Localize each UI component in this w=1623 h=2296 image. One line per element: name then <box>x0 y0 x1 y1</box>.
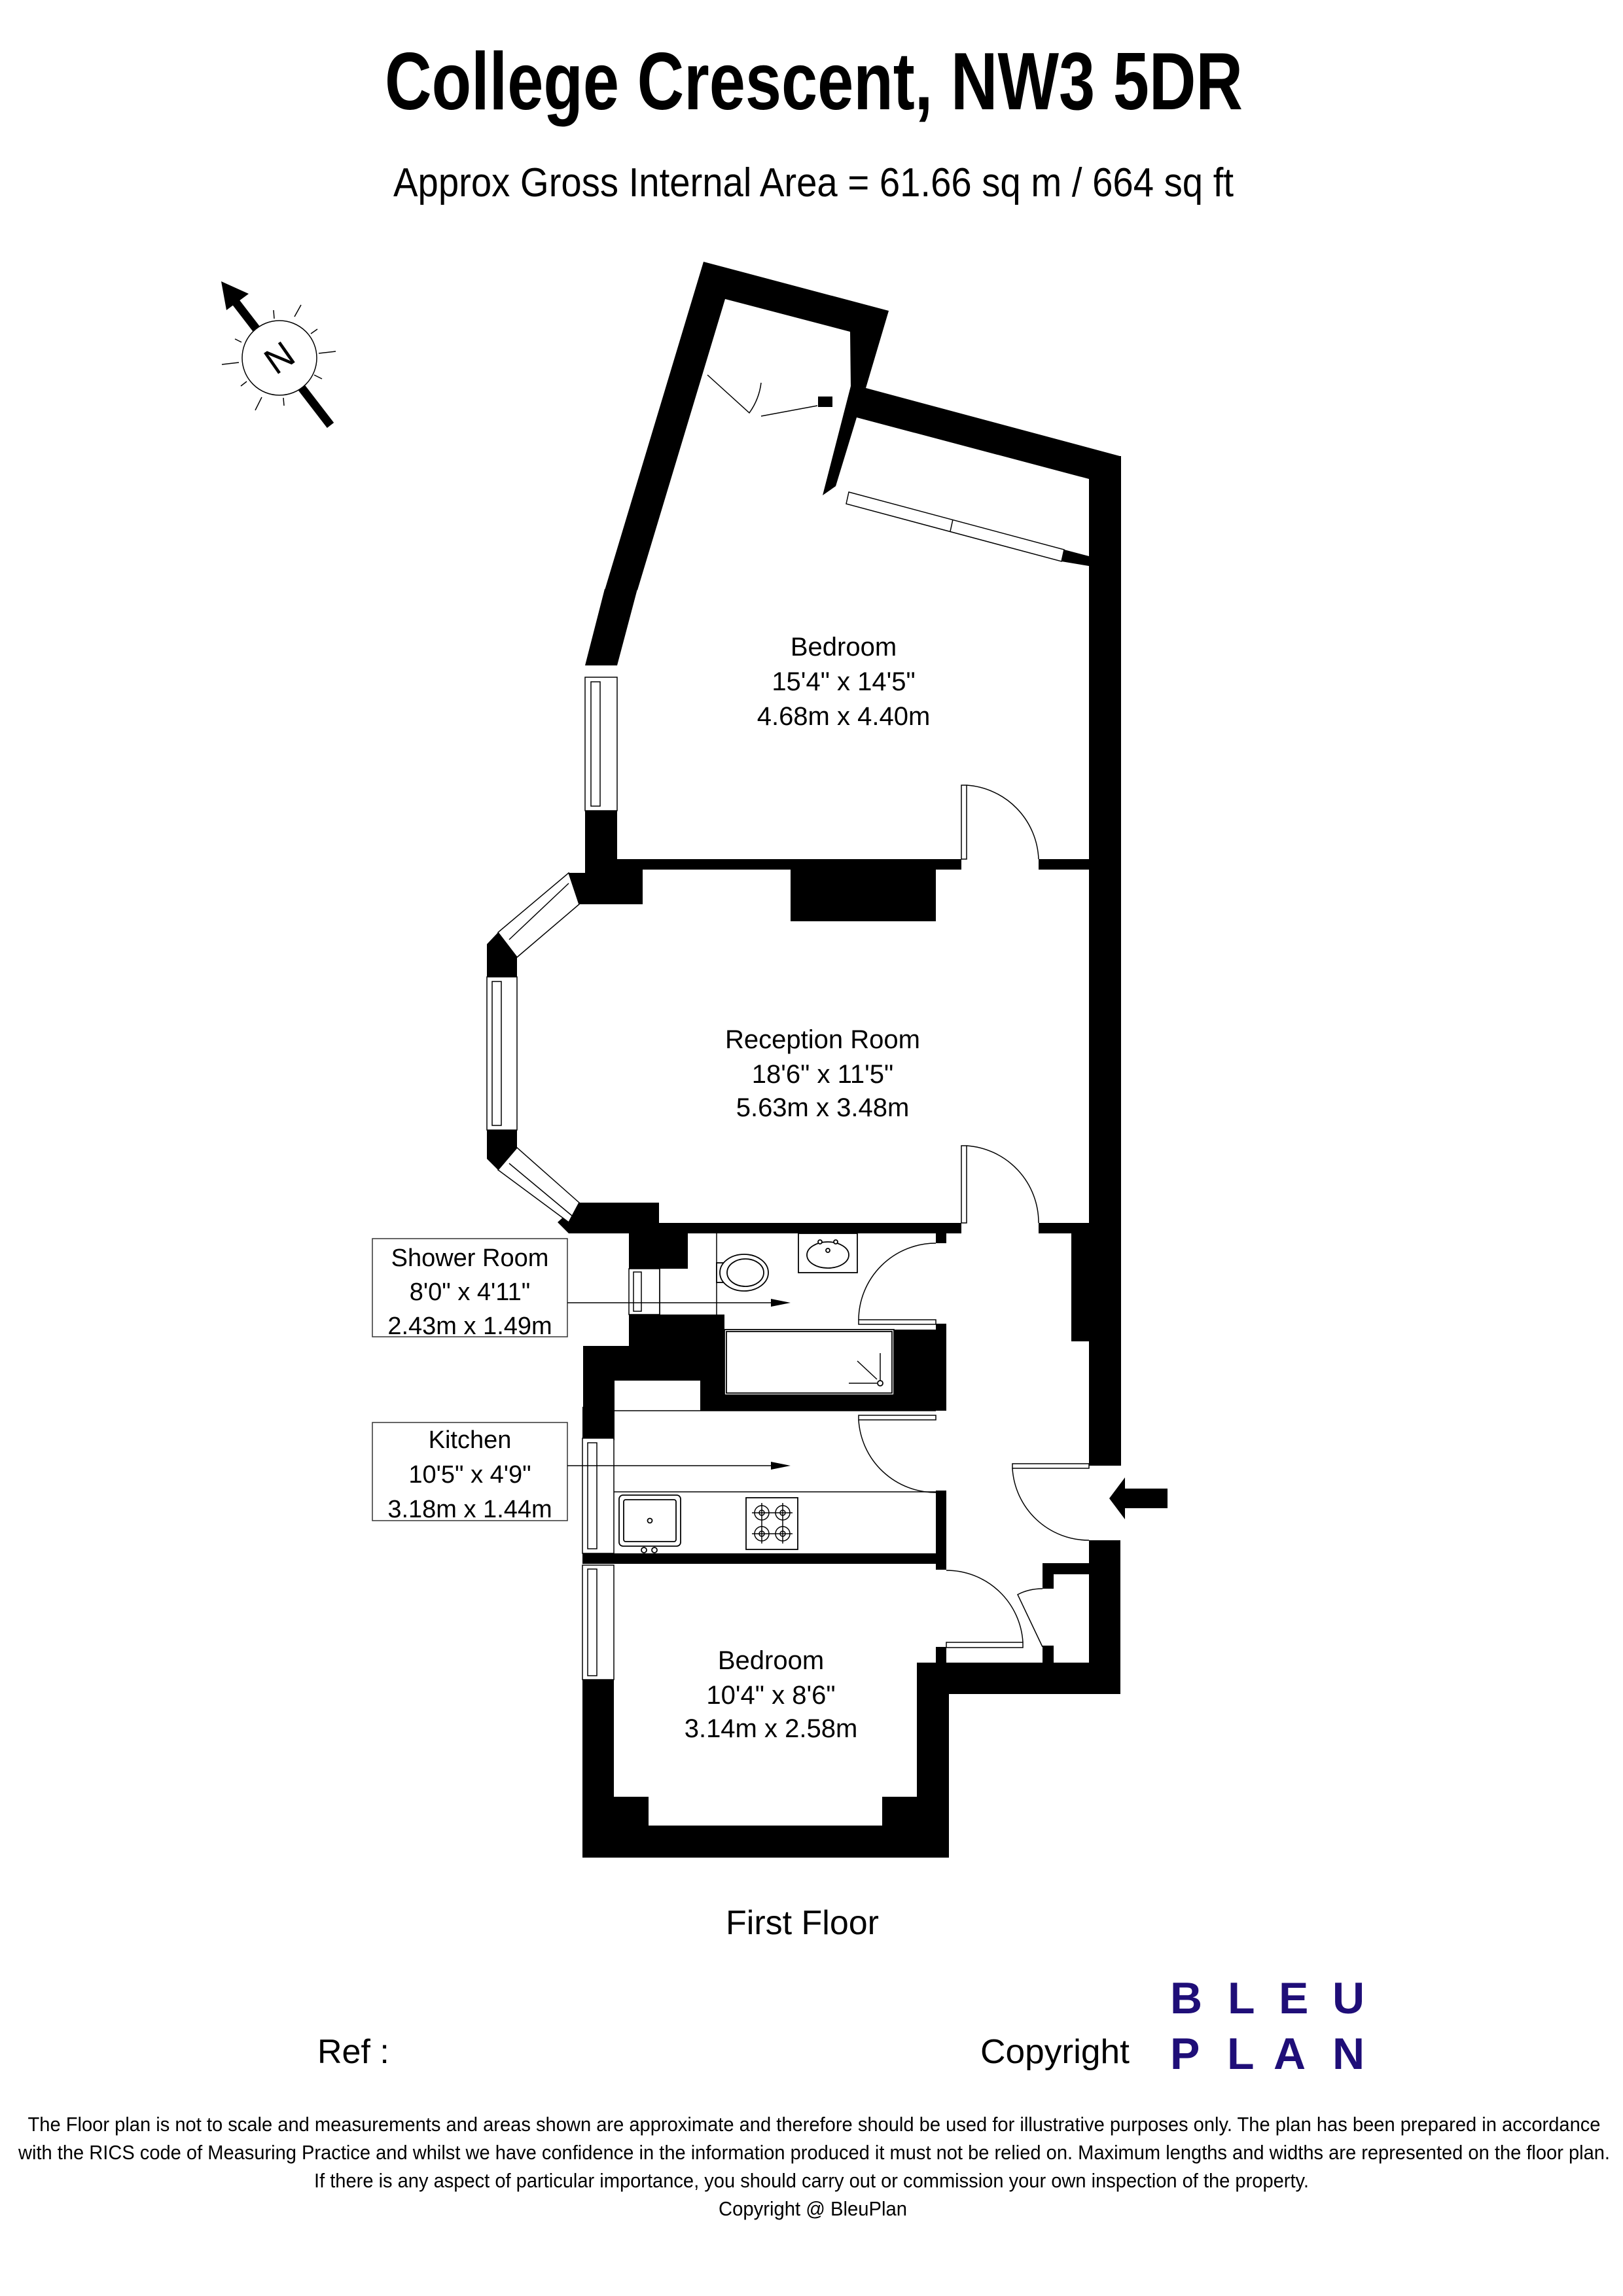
room-label-kitchen: Kitchen 10'5" x 4'9" 3.18m x 1.44m <box>372 1422 791 1523</box>
room-label-reception: Reception Room 18'6" x 11'5" 5.63m x 3.4… <box>725 1025 920 1122</box>
compass: N <box>221 281 336 428</box>
logo-letter: A <box>1274 2029 1306 2079</box>
window-bedroom1-rear <box>846 491 1065 562</box>
ref-label: Ref : <box>317 2033 389 2071</box>
bay-window <box>486 872 580 1224</box>
logo-letter: L <box>1227 2029 1255 2079</box>
pointer-arrow-icon <box>771 1299 791 1307</box>
room-name: Bedroom <box>791 633 897 662</box>
window-bedroom2 <box>582 1564 615 1680</box>
north-arrow-icon <box>221 281 336 428</box>
room-label-shower: Shower Room 8'0" x 4'11" 2.43m x 1.49m <box>372 1238 791 1340</box>
floor-label: First Floor <box>726 1904 879 1942</box>
pointer-arrow-icon <box>771 1462 791 1470</box>
room-size-metric: 4.68m x 4.40m <box>757 702 931 731</box>
bleuplan-logo: B L E U P L A N <box>1170 1973 1364 2079</box>
room-name: Kitchen <box>429 1426 512 1454</box>
door-shower <box>858 1243 936 1325</box>
sink-icon <box>618 1494 681 1553</box>
room-size-metric: 2.43m x 1.49m <box>387 1313 552 1340</box>
windows <box>486 491 1065 1680</box>
disclaimer-line: with the RICS code of Measuring Practice… <box>18 2141 1610 2164</box>
room-name: Reception Room <box>725 1025 920 1054</box>
hob-icon <box>745 1497 798 1550</box>
door-top-cupboard <box>707 374 818 417</box>
fixtures <box>614 1233 936 1553</box>
doors <box>707 374 1090 1648</box>
logo-letter: L <box>1228 1973 1255 2023</box>
door-entrance <box>1012 1463 1090 1541</box>
logo-letter: N <box>1332 2029 1364 2079</box>
door-kitchen <box>858 1415 936 1493</box>
logo-letter: U <box>1332 1973 1364 2023</box>
room-size-imperial: 15'4" x 14'5" <box>772 667 915 696</box>
room-name: Bedroom <box>718 1646 824 1675</box>
copyright-label: Copyright <box>980 2033 1130 2071</box>
room-size-imperial: 8'0" x 4'11" <box>410 1279 530 1306</box>
room-label-bedroom1: Bedroom 15'4" x 14'5" 4.68m x 4.40m <box>757 633 931 731</box>
entrance-arrow-icon <box>1109 1477 1168 1519</box>
door-hall-cupboard <box>1017 1588 1043 1648</box>
gross-internal-area: Approx Gross Internal Area = 61.66 sq m … <box>393 160 1234 205</box>
room-size-imperial: 10'5" x 4'9" <box>408 1461 531 1489</box>
door-bedroom1 <box>961 785 1039 860</box>
disclaimer-line: The Floor plan is not to scale and measu… <box>28 2113 1601 2136</box>
window-bedroom1-side <box>584 677 618 811</box>
page-title: College Crescent, NW3 5DR <box>385 37 1243 127</box>
logo-letter: P <box>1170 2029 1200 2079</box>
room-size-imperial: 10'4" x 8'6" <box>706 1681 835 1710</box>
toilet-icon <box>716 1254 769 1292</box>
door-reception <box>961 1145 1039 1224</box>
washbasin-icon <box>798 1233 858 1273</box>
disclaimer: The Floor plan is not to scale and measu… <box>18 2113 1610 2220</box>
logo-letter: B <box>1170 1973 1202 2023</box>
bath-icon <box>724 1329 895 1396</box>
room-size-imperial: 18'6" x 11'5" <box>752 1060 893 1089</box>
walls <box>487 262 1121 1858</box>
door-bedroom2 <box>946 1570 1024 1648</box>
disclaimer-line: If there is any aspect of particular imp… <box>314 2169 1309 2192</box>
room-label-bedroom2: Bedroom 10'4" x 8'6" 3.14m x 2.58m <box>685 1646 858 1743</box>
room-size-metric: 3.14m x 2.58m <box>685 1714 858 1743</box>
window-shower <box>628 1268 660 1315</box>
room-size-metric: 5.63m x 3.48m <box>736 1093 910 1122</box>
disclaimer-line: Copyright @ BleuPlan <box>719 2197 907 2220</box>
logo-letter: E <box>1279 1973 1308 2023</box>
room-name: Shower Room <box>391 1245 549 1272</box>
room-size-metric: 3.18m x 1.44m <box>387 1496 552 1523</box>
window-kitchen <box>582 1438 615 1554</box>
